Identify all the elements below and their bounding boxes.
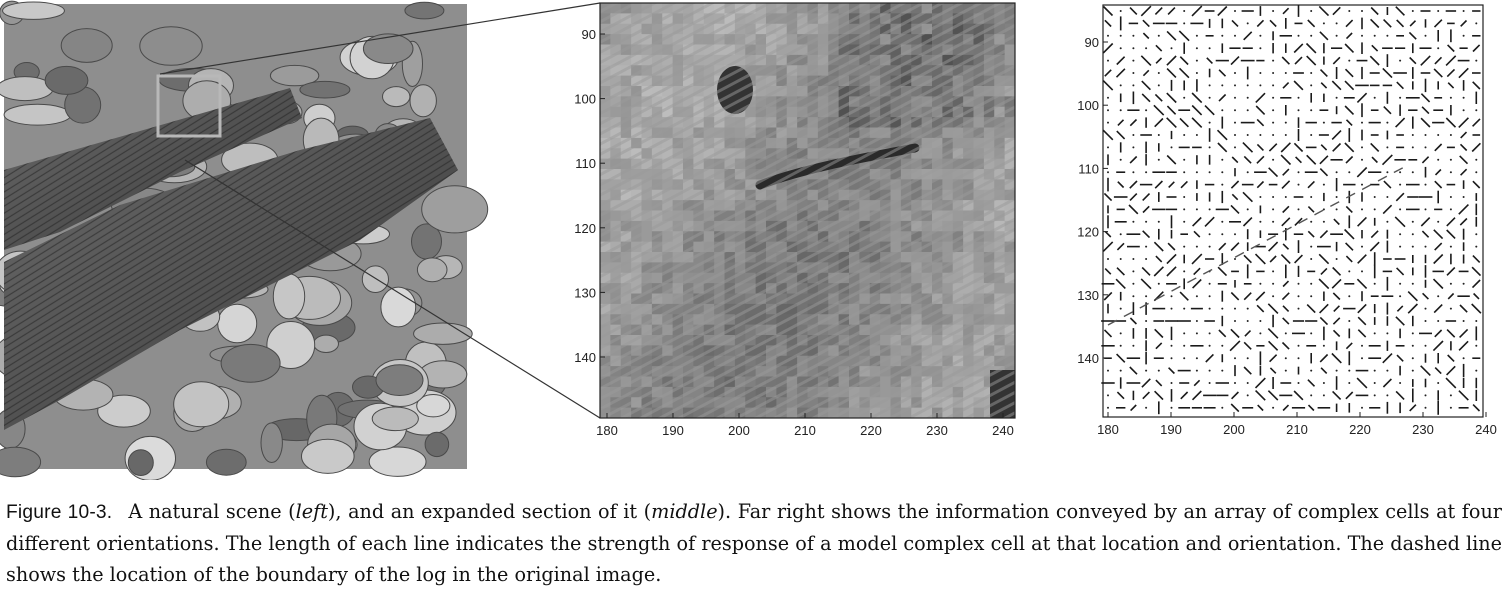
middle-y-tick-label: 140 <box>574 350 596 365</box>
right-x-tick-label: 220 <box>1349 422 1371 437</box>
right-x-tick-label: 230 <box>1412 422 1434 437</box>
stone <box>313 334 340 353</box>
caption-label: Figure 10-3. <box>6 502 113 523</box>
stone <box>375 364 424 397</box>
log-boundary-dashed-line <box>1107 164 1409 326</box>
stone <box>0 446 42 478</box>
expanded-section-panel: 180 190 200 210 220 230 240 90 100 110 120 130 140 <box>574 2 1016 438</box>
stone <box>416 257 448 283</box>
right-y-tick-label: 130 <box>1077 288 1099 303</box>
middle-x-tick-label: 210 <box>794 423 816 438</box>
stone <box>220 343 281 383</box>
stone <box>371 406 419 432</box>
right-x-tick-label: 180 <box>1097 422 1119 437</box>
middle-y-tick-label: 120 <box>574 221 596 236</box>
caption-emphasis-middle: middle <box>651 500 718 523</box>
stone <box>2 1 65 20</box>
middle-y-tick-label: 90 <box>582 27 596 42</box>
stone <box>260 422 283 464</box>
middle-x-tick-label: 240 <box>992 423 1014 438</box>
figure-caption: Figure 10-3. A natural scene (left), and … <box>6 496 1502 590</box>
stone <box>382 86 411 108</box>
stone <box>60 28 113 63</box>
stone <box>416 394 451 418</box>
stone <box>413 322 473 345</box>
middle-x-tick-label: 200 <box>728 423 750 438</box>
selection-box <box>156 74 222 138</box>
stone <box>404 1 445 20</box>
middle-y-tick-label: 130 <box>574 285 596 300</box>
stone <box>421 185 489 234</box>
right-x-tick-label: 190 <box>1160 422 1182 437</box>
stone <box>409 84 437 118</box>
natural-scene-photo <box>0 0 489 480</box>
stone <box>269 64 320 87</box>
orientation-glyphs <box>1101 5 1482 415</box>
stone <box>368 446 427 477</box>
right-axes: 180 190 200 210 220 230 240 90 100 110 120 130 140 <box>1077 35 1497 437</box>
stone <box>127 449 154 477</box>
middle-y-tick-label: 100 <box>574 92 596 107</box>
stone <box>139 26 203 66</box>
stone <box>361 265 389 294</box>
right-y-tick-label: 110 <box>1078 161 1099 176</box>
figure: 180 190 200 210 220 230 240 90 100 110 120 130 140 1… <box>0 0 1497 480</box>
stone <box>424 431 450 458</box>
middle-x-tick-label: 220 <box>860 423 882 438</box>
stone <box>3 103 72 126</box>
middle-y-tick-label: 110 <box>575 156 596 171</box>
middle-x-tick-label: 180 <box>596 423 618 438</box>
caption-text-1: A natural scene ( <box>128 500 296 523</box>
right-x-tick-label: 200 <box>1223 422 1245 437</box>
stone <box>301 438 355 474</box>
zoom-line-bottom <box>184 159 601 419</box>
right-x-tick-label: 240 <box>1475 422 1497 437</box>
stone <box>299 80 351 99</box>
stone <box>380 286 417 328</box>
zoom-line-top <box>159 2 601 75</box>
stone <box>217 303 258 344</box>
caption-text-3: ). Far right shows the information conve… <box>6 500 1502 586</box>
complex-cell-panel: 180 190 200 210 220 230 240 90 100 110 120 130 140 <box>1077 4 1497 437</box>
right-y-tick-label: 120 <box>1077 225 1099 240</box>
stone <box>44 65 89 95</box>
caption-emphasis-left: left <box>295 500 328 523</box>
caption-text-2: ), and an expanded section of it ( <box>327 500 652 523</box>
stone <box>205 448 247 476</box>
middle-x-tick-label: 190 <box>662 423 684 438</box>
middle-x-tick-label: 230 <box>926 423 948 438</box>
stone <box>173 381 230 428</box>
middle-axes: 180 190 200 210 220 230 240 90 100 110 120 130 140 <box>574 27 1014 438</box>
stone <box>362 33 414 65</box>
right-y-tick-label: 100 <box>1077 98 1099 113</box>
stone <box>97 394 151 428</box>
right-y-tick-label: 140 <box>1077 351 1099 366</box>
right-y-tick-label: 90 <box>1085 35 1099 50</box>
right-x-tick-label: 210 <box>1286 422 1308 437</box>
